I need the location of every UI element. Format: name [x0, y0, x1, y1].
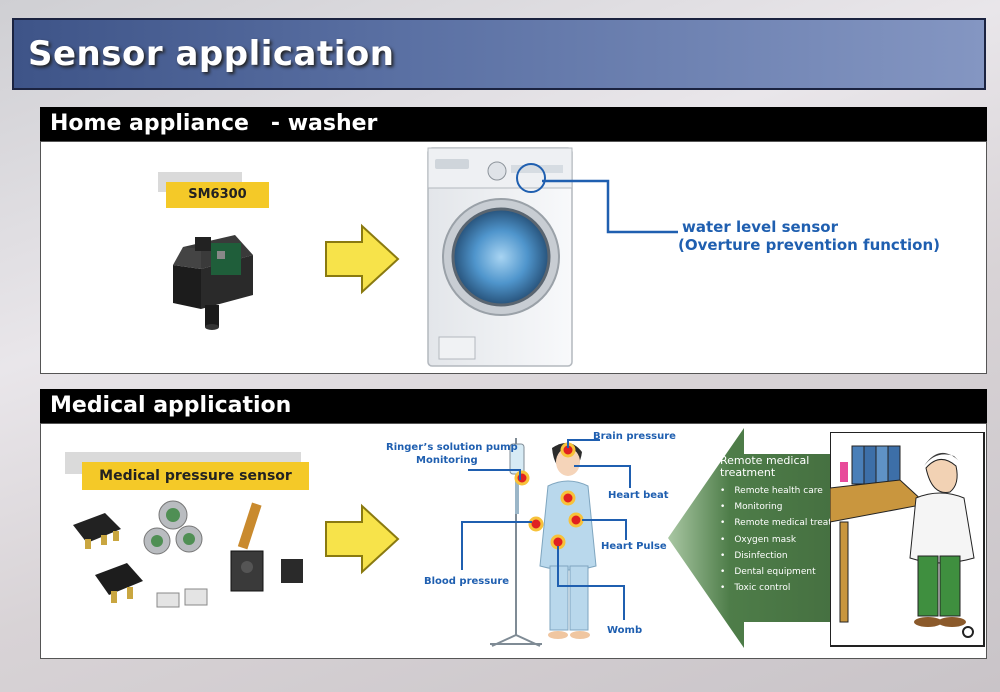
medical-callout-lines [461, 439, 631, 620]
remote-treatment-list: Remote health care Monitoring Remote med… [720, 483, 855, 596]
pressure-sensor-image [173, 235, 253, 330]
medical-sensor-tag: Medical pressure sensor [82, 462, 309, 490]
doctor-illustration-image [830, 432, 985, 647]
overture-function-label: (Overture prevention function) [678, 236, 940, 254]
ringer-pump-label: Ringer’s solution pump [386, 442, 518, 453]
list-item: Disinfection [720, 548, 855, 564]
list-item: Dental equipment [720, 564, 855, 580]
arrow-right-icon [325, 503, 400, 575]
remote-title-line2: treatment [720, 466, 776, 479]
sensor-hotspots [514, 442, 584, 550]
list-item: Remote medical treatment [720, 515, 855, 531]
list-item: Toxic control [720, 580, 855, 596]
callout-line [542, 179, 678, 234]
medical-application-heading: Medical application [40, 389, 987, 423]
water-level-sensor-label: water level sensor [682, 218, 838, 236]
monitoring-label: Monitoring [416, 455, 478, 466]
list-item: Monitoring [720, 499, 855, 515]
part-number-tag: SM6300 [166, 182, 269, 208]
remote-medical-title: Remote medical treatment [720, 455, 809, 479]
home-appliance-heading: Home appliance - washer [40, 107, 987, 141]
womb-label: Womb [607, 625, 643, 636]
sensor-highlight-circle [516, 163, 546, 193]
heart-beat-label: Heart beat [608, 490, 669, 501]
page-title: Sensor application [28, 34, 395, 74]
list-item: Remote health care [720, 483, 855, 499]
blood-pressure-label: Blood pressure [424, 576, 510, 587]
heart-pulse-label: Heart Pulse [601, 541, 667, 552]
arrow-right-icon [325, 223, 400, 295]
sensor-components-image [73, 500, 303, 608]
title-bar: Sensor application [12, 18, 986, 90]
patient-illustration-image [490, 438, 597, 647]
remote-title-line1: Remote medical [720, 454, 810, 467]
brain-pressure-label: Brain pressure [593, 431, 676, 442]
list-item: Oxygen mask [720, 532, 855, 548]
